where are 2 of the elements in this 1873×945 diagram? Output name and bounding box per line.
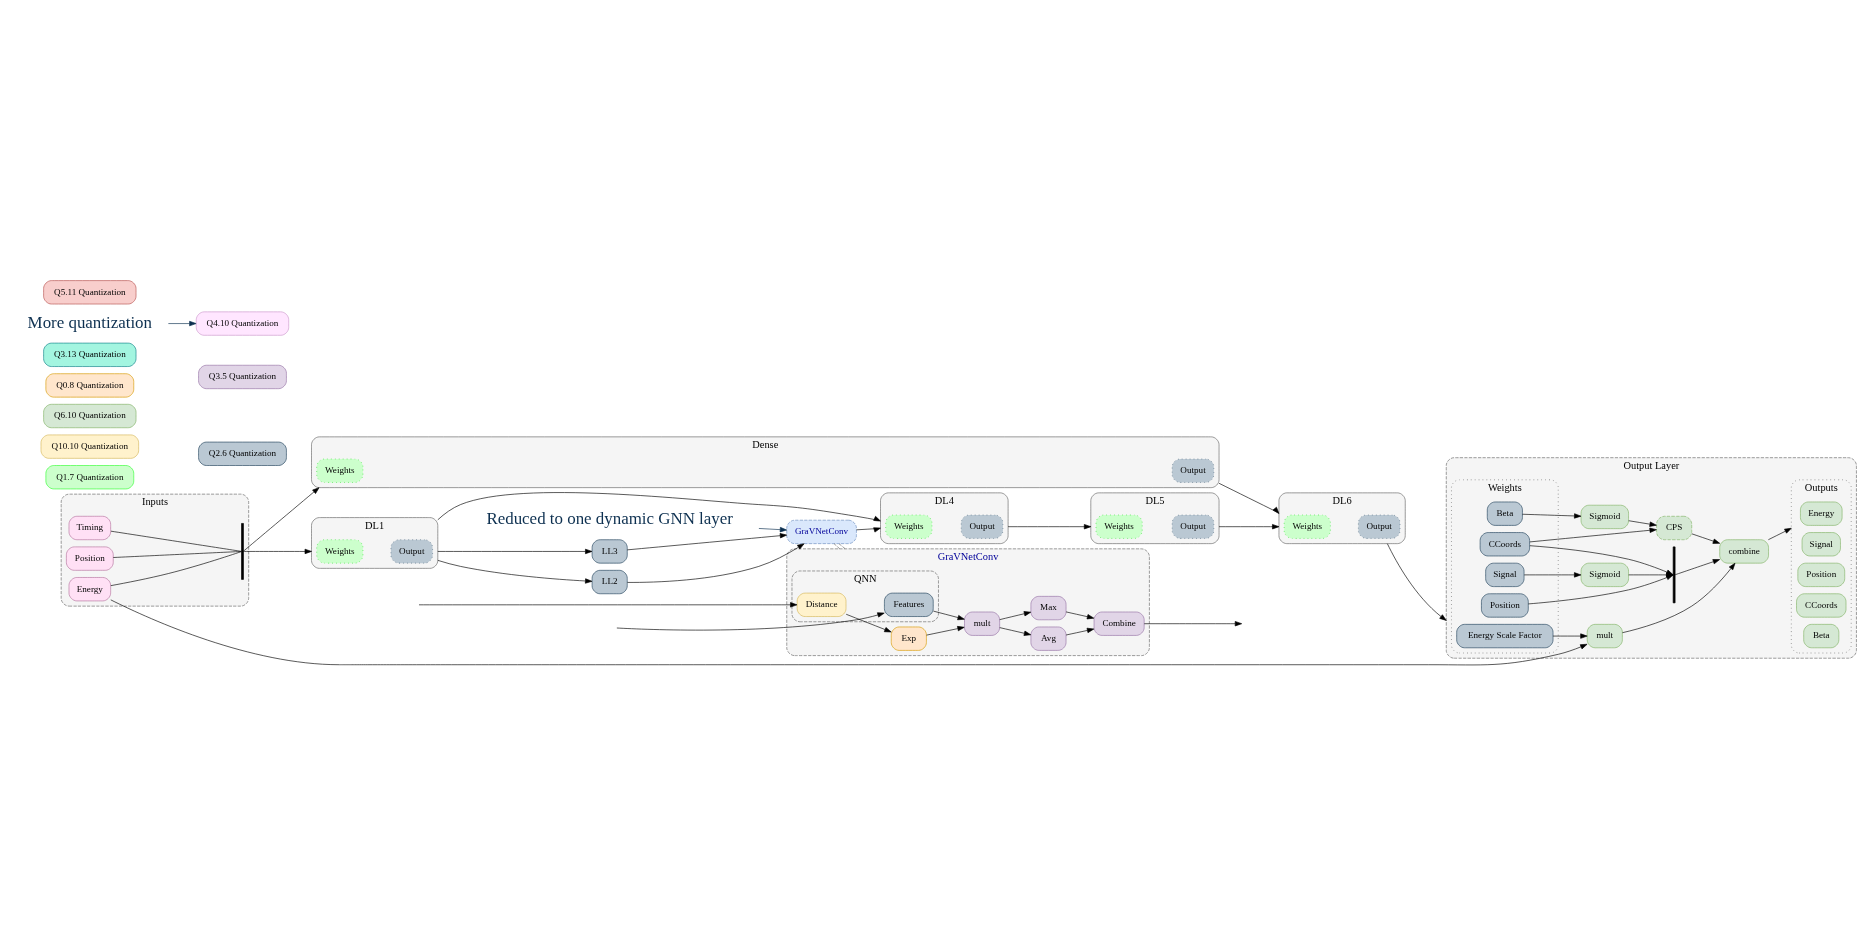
node-text: More quantization <box>27 312 153 332</box>
node-text: Reduced to one dynamic GNN layer <box>486 508 733 528</box>
